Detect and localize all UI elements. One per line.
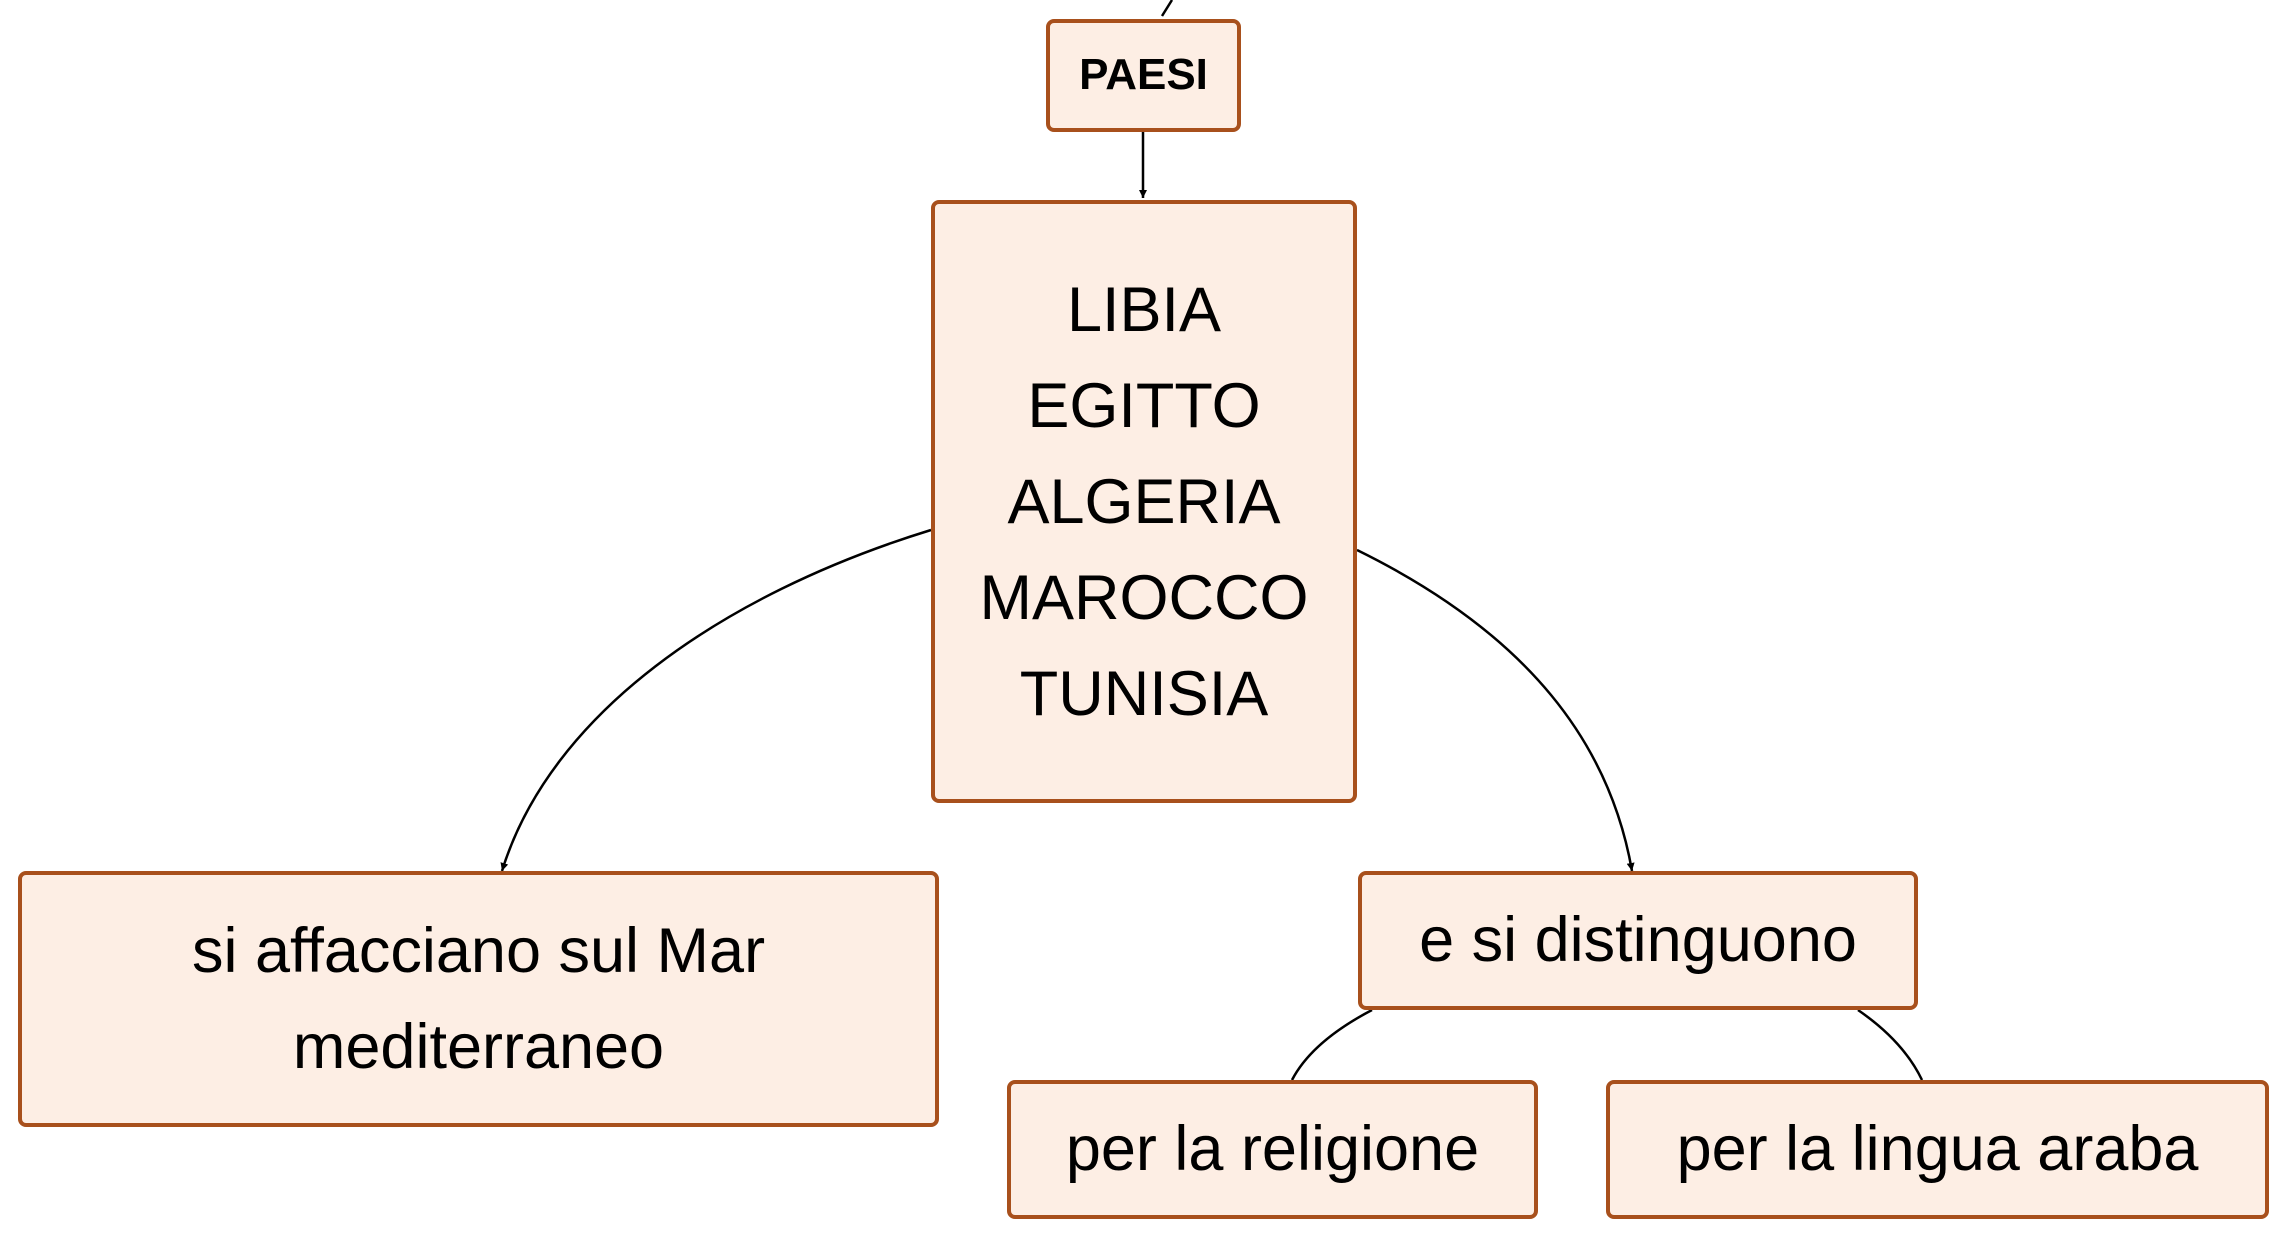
node-mediterraneo[interactable]: si affacciano sul Mar mediterraneo [18, 871, 939, 1127]
node-countries[interactable]: LIBIA EGITTO ALGERIA MAROCCO TUNISIA [931, 200, 1357, 803]
node-lingua-araba-label: per la lingua araba [1676, 1113, 2199, 1184]
node-religione[interactable]: per la religione [1007, 1080, 1538, 1219]
country-marocco: MAROCCO [979, 562, 1309, 633]
node-mediterraneo-line-2: mediterraneo [292, 1012, 665, 1082]
node-paesi[interactable]: PAESI [1046, 19, 1241, 132]
edge-distinguono-lingua [1857, 1008, 1924, 1081]
node-religione-label: per la religione [1065, 1113, 1480, 1184]
country-tunisia: TUNISIA [1019, 658, 1269, 729]
node-distinguono-label: e si distinguono [1419, 904, 1857, 975]
node-mediterraneo-line-1: si affacciano sul Mar [191, 916, 766, 986]
edge-distinguono-religione [1290, 1008, 1373, 1081]
country-algeria: ALGERIA [1007, 466, 1281, 537]
node-lingua-araba[interactable]: per la lingua araba [1606, 1080, 2269, 1219]
node-paesi-label: PAESI [1079, 50, 1208, 100]
edge-incoming-paesi [1160, 0, 1174, 17]
edge-countries-mar [500, 528, 932, 872]
country-libia: LIBIA [1066, 274, 1222, 345]
country-egitto: EGITTO [1027, 370, 1261, 441]
edge-countries-distinguono [1356, 548, 1635, 872]
node-distinguono[interactable]: e si distinguono [1358, 871, 1918, 1010]
